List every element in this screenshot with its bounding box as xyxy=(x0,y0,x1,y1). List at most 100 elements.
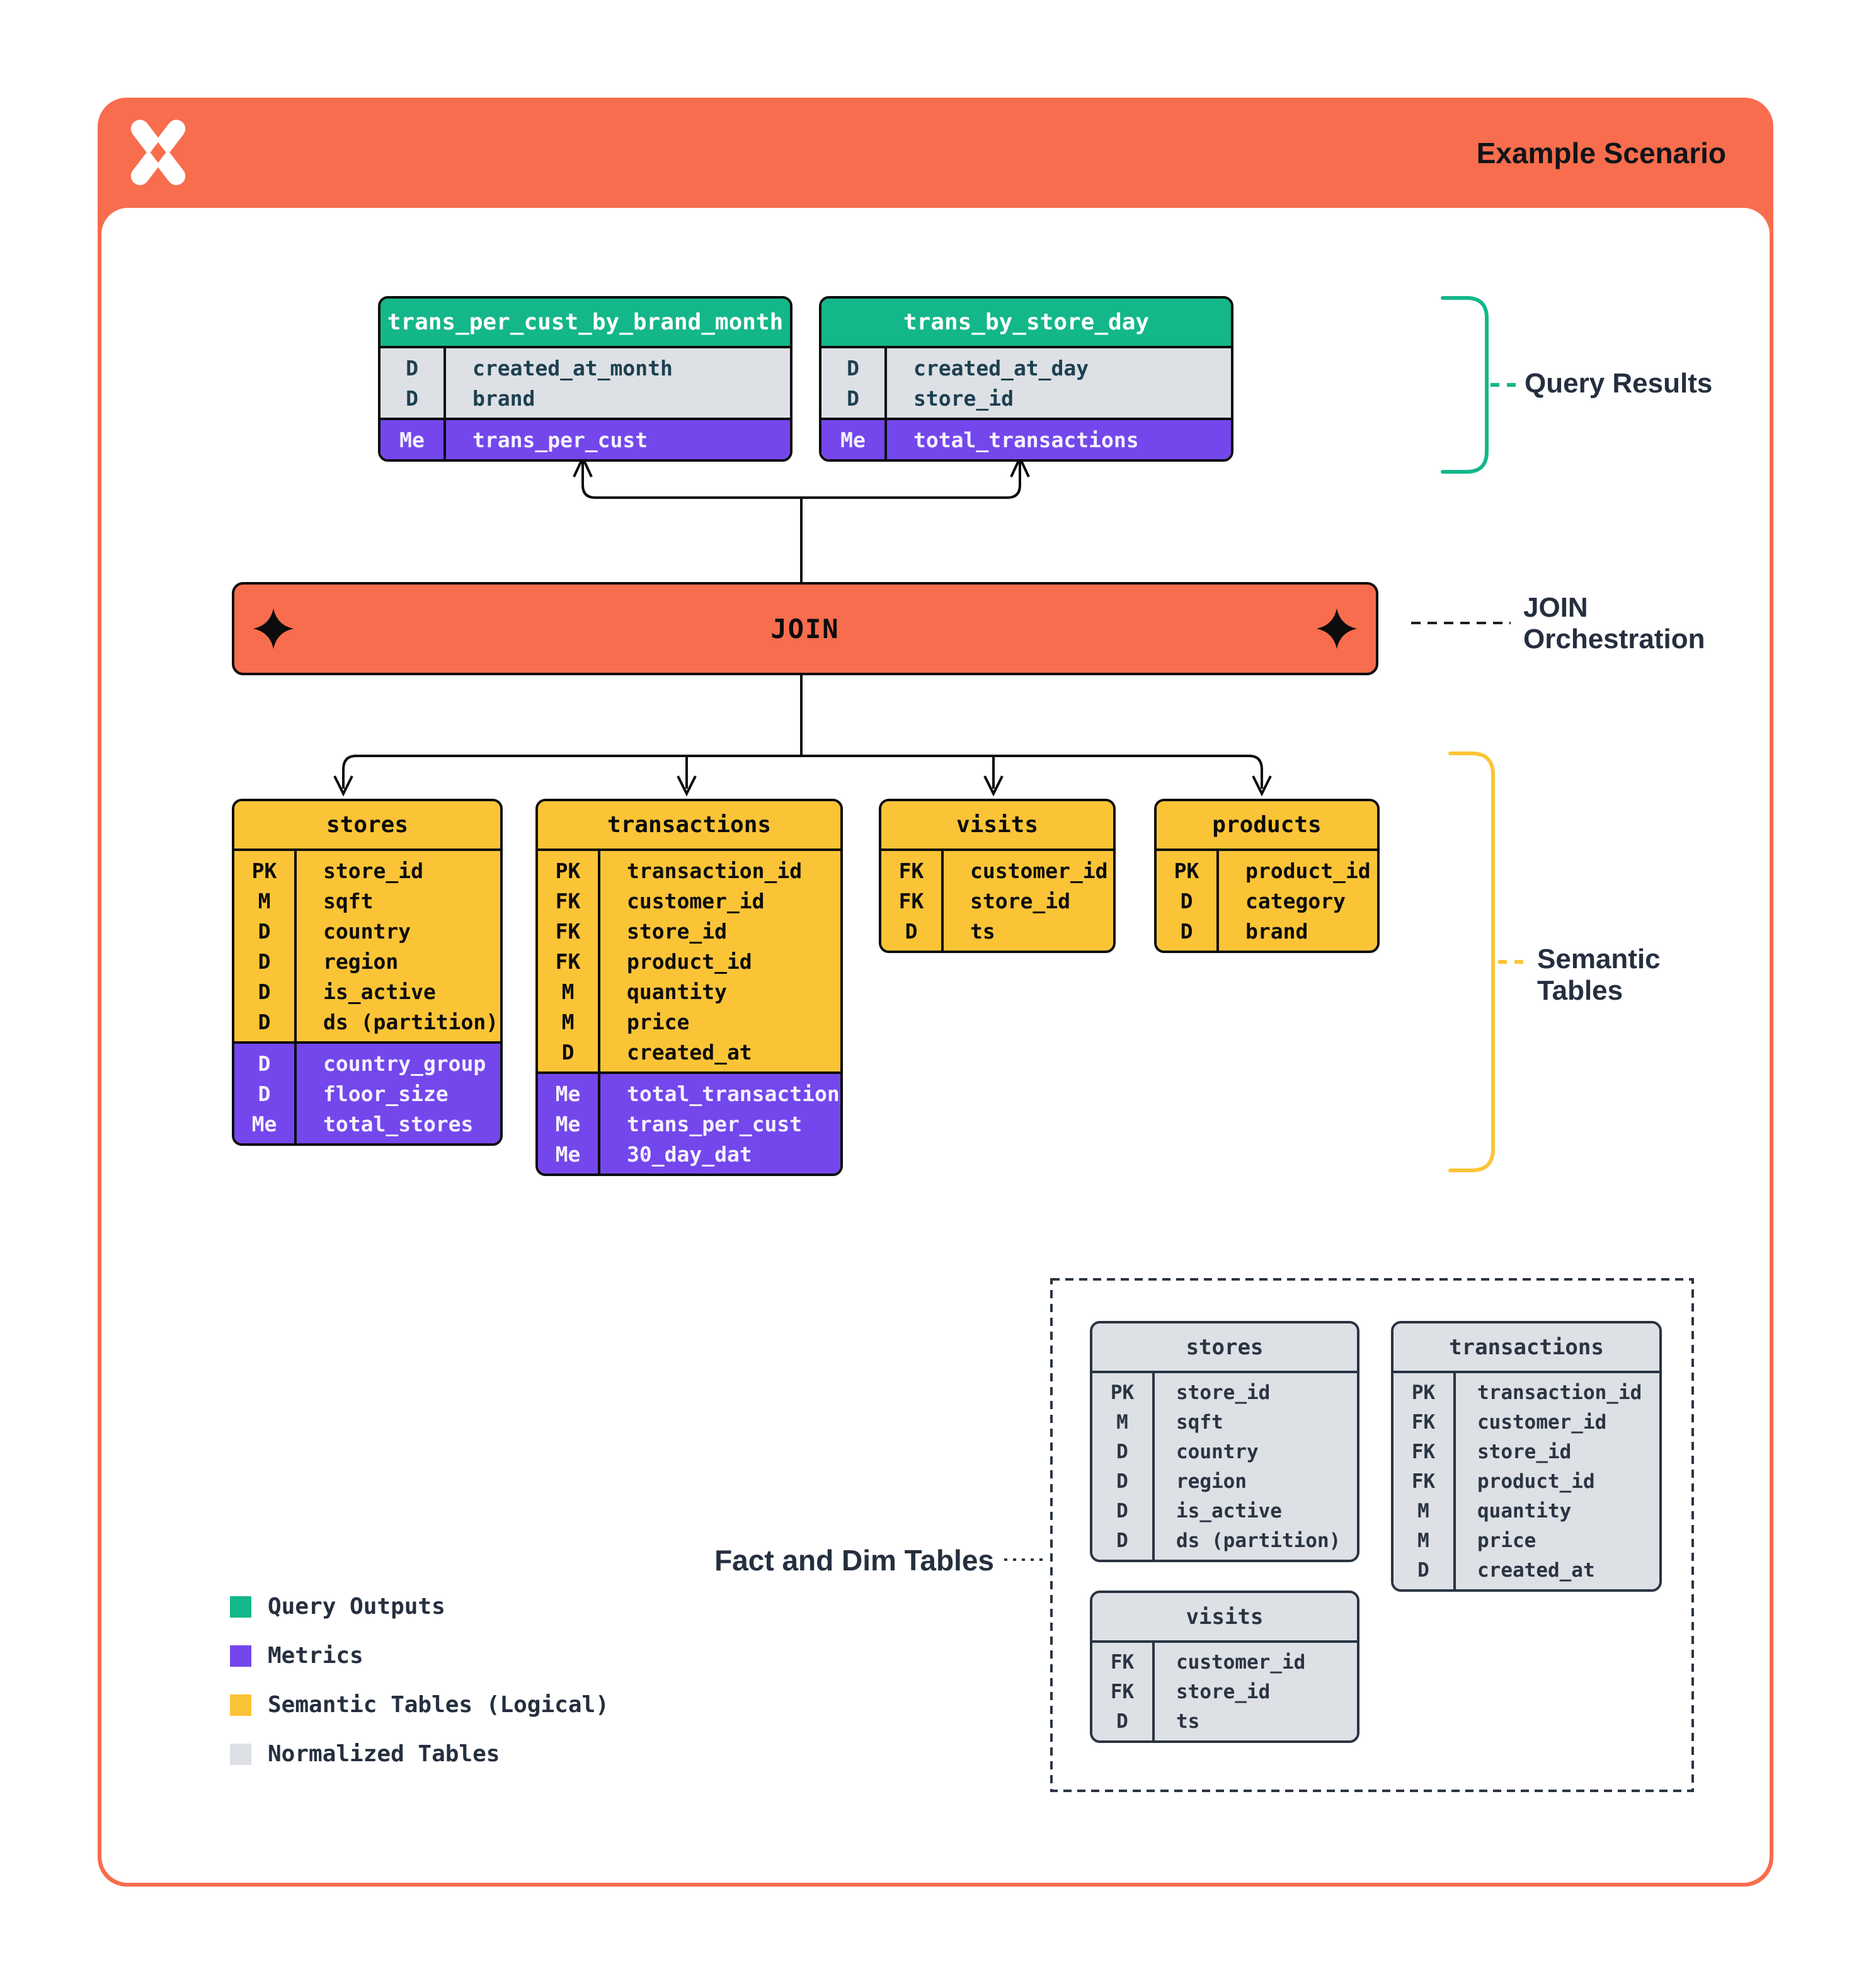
legend-swatch-icon xyxy=(230,1645,251,1667)
row-key: Me xyxy=(234,1104,297,1143)
row-key: D xyxy=(380,379,446,418)
row-field: brand xyxy=(1245,918,1308,944)
legend-item: Semantic Tables (Logical) xyxy=(230,1692,609,1718)
table-title: trans_by_store_day xyxy=(821,299,1231,348)
row-field: store_id xyxy=(627,918,727,944)
row-key: FK xyxy=(1393,1462,1456,1500)
table-row: PK store_id xyxy=(1092,1373,1357,1412)
row-key: D xyxy=(821,348,887,387)
legend-label: Semantic Tables (Logical) xyxy=(268,1692,609,1718)
row-key: Me xyxy=(821,420,887,459)
table-title: stores xyxy=(1092,1323,1357,1373)
legend-item: Normalized Tables xyxy=(230,1741,609,1767)
row-field: is_active xyxy=(323,979,436,1004)
row-field: 30_day_dat xyxy=(627,1141,752,1167)
row-key: D xyxy=(1092,1702,1155,1740)
row-field: ds (partition) xyxy=(323,1009,499,1034)
row-field: category xyxy=(1245,888,1346,913)
row-key: D xyxy=(234,1044,297,1083)
table-title: transactions xyxy=(1393,1323,1659,1373)
legend-label: Query Outputs xyxy=(268,1594,445,1620)
app-header: Example Scenario xyxy=(98,98,1773,208)
row-key: FK xyxy=(538,881,600,920)
row-key: M xyxy=(234,881,297,920)
row-field: customer_id xyxy=(970,858,1108,883)
table-row: FK store_id xyxy=(1092,1672,1357,1711)
row-field: sqft xyxy=(1176,1410,1223,1434)
row-field: store_id xyxy=(913,386,1014,411)
row-key: PK xyxy=(1092,1373,1155,1412)
row-field: customer_id xyxy=(1176,1650,1306,1674)
legend-label: Normalized Tables xyxy=(268,1741,500,1767)
row-field: country xyxy=(1176,1440,1259,1463)
semantic-tables-label: Semantic Tables xyxy=(1537,944,1661,1007)
row-field: store_id xyxy=(1176,1680,1271,1703)
page-title: Example Scenario xyxy=(1476,136,1726,169)
fact-dim-tables-label: Fact and Dim Tables xyxy=(714,1544,994,1577)
row-key: FK xyxy=(1393,1432,1456,1471)
query-results-label: Query Results xyxy=(1525,368,1713,399)
row-field: created_at_day xyxy=(913,355,1089,380)
row-field: is_active xyxy=(1176,1499,1282,1522)
row-field: brand xyxy=(472,386,535,411)
sparkle-diamond-icon xyxy=(253,608,294,649)
row-key: D xyxy=(380,348,446,387)
row-field: region xyxy=(1176,1470,1247,1493)
row-key: D xyxy=(538,1032,600,1071)
row-key: M xyxy=(1092,1403,1155,1441)
row-key: M xyxy=(538,972,600,1011)
row-key: FK xyxy=(1092,1672,1155,1711)
row-field: trans_per_cust xyxy=(472,427,648,452)
table-section-purple: Me trans_per_cust xyxy=(380,418,790,459)
semantic-tables-label-line2: Tables xyxy=(1537,975,1623,1006)
row-field: product_id xyxy=(627,949,752,974)
row-field: store_id xyxy=(1176,1381,1271,1404)
row-key: Me xyxy=(380,420,446,459)
row-field: region xyxy=(323,949,399,974)
table-row: FK customer_id xyxy=(538,881,840,920)
row-field: price xyxy=(627,1009,690,1034)
row-field: customer_id xyxy=(627,888,765,913)
row-field: price xyxy=(1477,1529,1536,1552)
row-key: D xyxy=(1092,1432,1155,1471)
row-key: FK xyxy=(538,911,600,951)
row-key: FK xyxy=(1092,1643,1155,1681)
row-key: PK xyxy=(1157,851,1219,890)
row-field: transaction_id xyxy=(627,858,803,883)
row-key: FK xyxy=(1393,1403,1456,1441)
row-field: created_at_month xyxy=(472,355,673,380)
row-key: D xyxy=(234,942,297,981)
table-title: visits xyxy=(881,801,1113,851)
row-key: M xyxy=(538,1002,600,1041)
row-field: total_transactions xyxy=(913,427,1139,452)
row-key: PK xyxy=(1393,1373,1456,1412)
row-key: PK xyxy=(234,851,297,890)
